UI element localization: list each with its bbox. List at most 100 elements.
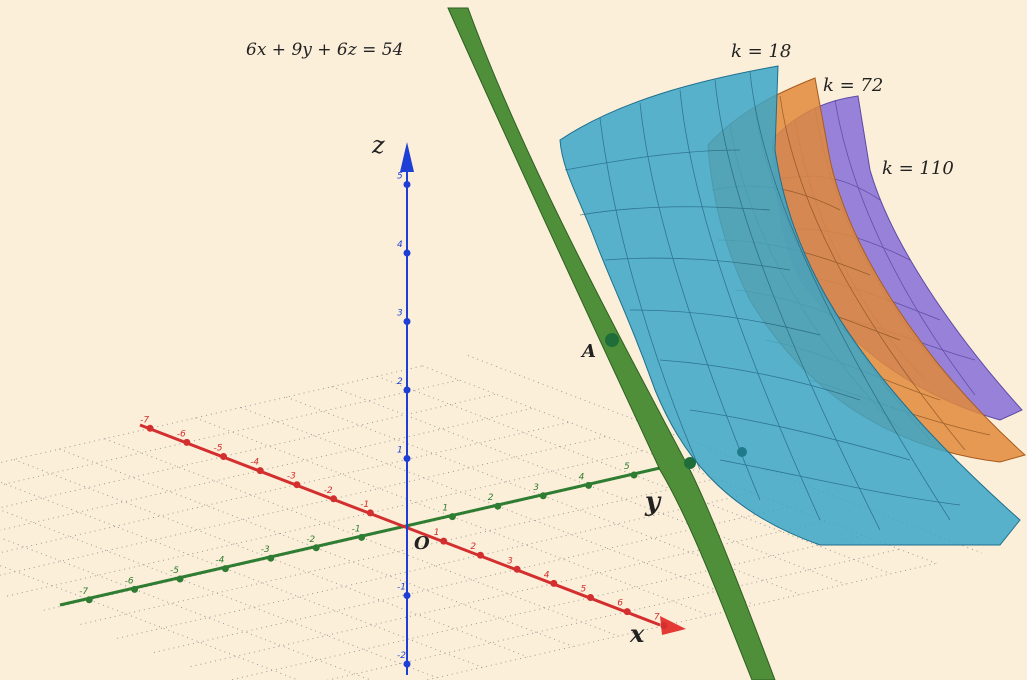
grid-line (0, 564, 300, 680)
z-tick-label: -2 (397, 651, 406, 661)
x-tick-dot (660, 622, 668, 630)
origin-label: O (414, 533, 430, 554)
surface-label-k18: k = 18 (731, 41, 791, 62)
x-tick-label: 1 (434, 528, 440, 538)
x-tick-dot (220, 453, 227, 460)
y-tick-label: -6 (125, 576, 134, 586)
y-tick-label: 3 (533, 483, 539, 493)
plane-equation-label: 6x + 9y + 6z = 54 (246, 40, 403, 60)
y-tick-label: 1 (442, 504, 448, 514)
z-tick-dot (403, 660, 411, 668)
y-tick-label: -3 (261, 545, 270, 555)
z-tick-label: 5 (397, 172, 403, 182)
y-tick-dot (312, 544, 320, 552)
x-tick-label: -1 (360, 500, 369, 510)
x-tick-label: 3 (507, 556, 513, 566)
x-tick-label: 7 (654, 613, 660, 623)
grid-line (0, 365, 423, 464)
z-axis-ticks: 1 2 3 4 5 -1 -2 (397, 172, 411, 668)
x-axis-line (139, 423, 661, 627)
y-tick-label: -7 (79, 587, 88, 597)
z-tick-label: 4 (397, 240, 403, 250)
z-tick-dot (403, 455, 411, 462)
x-tick-label: -2 (324, 486, 333, 496)
surface-y-point (737, 447, 747, 457)
x-tick-label: -5 (214, 444, 223, 454)
x-tick-label: 4 (544, 570, 550, 580)
x-tick-label: -4 (250, 458, 259, 468)
grid-line (0, 421, 570, 554)
x-tick-dot (476, 551, 484, 559)
y-tick-label: -5 (170, 566, 179, 576)
y-tick-label: -1 (352, 524, 361, 534)
y-tick-dot (221, 565, 229, 573)
y-tick-dot (176, 575, 184, 583)
point-a-label: A (580, 341, 596, 362)
x-tick-dot (550, 579, 558, 587)
y-tick-label: -4 (215, 556, 224, 566)
y-tick-dot (448, 513, 456, 521)
x-axis-ticks: 1 2 3 4 5 6 7 -1 -2 -3 -4 -5 -6 -7 (140, 415, 668, 630)
x-tick-label: -7 (140, 415, 149, 425)
x-tick-label: 6 (617, 599, 623, 609)
y-tick-label: 2 (488, 493, 494, 503)
y-tick-dot (131, 585, 139, 593)
point-a[interactable] (605, 333, 619, 347)
z-axis-arrow-icon (400, 142, 414, 172)
z-tick-dot (403, 592, 411, 599)
z-axis-label: z (371, 131, 385, 159)
grid-line (0, 537, 372, 680)
surface-label-k72: k = 72 (823, 75, 883, 96)
z-axis: 1 2 3 4 5 -1 -2 (397, 142, 414, 675)
y-tick-dot (630, 471, 638, 479)
x-tick-dot (293, 481, 301, 489)
grid-line (228, 534, 864, 680)
x-axis-arrow-icon (660, 616, 686, 635)
x-tick-dot (183, 438, 191, 446)
z-tick-dot (403, 181, 411, 188)
x-tick-dot (513, 565, 521, 573)
surface-k18[interactable] (559, 65, 1021, 546)
y-tick-dot (358, 533, 366, 541)
x-tick-label: 2 (470, 542, 476, 552)
x-tick-dot (366, 509, 374, 517)
z-tick-label: 3 (397, 309, 403, 319)
z-tick-dot (403, 318, 411, 325)
y-axis: 1 2 3 4 5 -1 -2 -3 -4 -5 -6 -7 (59, 458, 696, 607)
grid-line (0, 481, 483, 668)
x-tick-dot (330, 495, 338, 503)
x-tick-label: 5 (581, 585, 587, 595)
x-tick-dot (623, 608, 631, 616)
z-tick-label: 1 (397, 446, 403, 456)
y-tick-dot (539, 492, 547, 500)
x-tick-label: -3 (287, 472, 296, 482)
grid-line (0, 435, 607, 576)
surface-label-k110: k = 110 (882, 158, 954, 179)
y-tick-dot (585, 481, 593, 489)
z-tick-label: 2 (397, 377, 403, 387)
y-axis-ticks: 1 2 3 4 5 -1 -2 -3 -4 -5 -6 -7 (79, 462, 638, 604)
y-tick-label: -2 (306, 535, 315, 545)
y-axis-line (59, 458, 696, 607)
z-tick-label: -1 (397, 583, 406, 593)
z-tick-dot (403, 249, 411, 257)
y-axis-label: y (644, 487, 662, 517)
x-tick-label: -6 (177, 429, 186, 439)
x-tick-dot (146, 424, 154, 432)
y-tick-dot (267, 554, 275, 562)
x-tick-dot (587, 594, 594, 601)
y-tick-label: 5 (624, 462, 630, 472)
y-tick-dot (494, 502, 502, 510)
x-tick-dot (440, 537, 448, 545)
z-tick-dot (403, 386, 411, 394)
grid-line (0, 407, 533, 531)
grid-line (326, 548, 900, 680)
grid-line (424, 562, 937, 680)
plane-y-intercept-point[interactable] (684, 457, 696, 469)
y-tick-dot (85, 596, 93, 604)
x-axis: 1 2 3 4 5 6 7 -1 -2 -3 -4 -5 -6 -7 (139, 415, 686, 635)
x-axis-label: x (629, 619, 645, 648)
x-tick-dot (256, 467, 264, 475)
y-tick-label: 4 (579, 472, 585, 482)
